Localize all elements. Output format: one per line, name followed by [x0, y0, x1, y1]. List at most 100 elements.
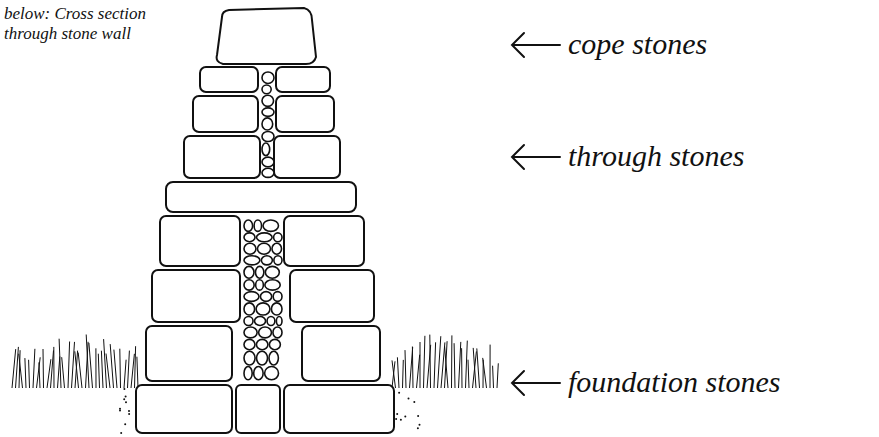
- stone: [146, 326, 232, 381]
- leader-arrow: [512, 371, 560, 395]
- grass-blade: [492, 366, 494, 388]
- grass-blade: [16, 347, 19, 388]
- grass-blade: [445, 346, 448, 388]
- soil-dot: [400, 419, 402, 421]
- grass-blade: [131, 354, 134, 388]
- pebble: [244, 317, 253, 326]
- pebble: [244, 266, 254, 278]
- grass-blade: [43, 349, 45, 388]
- soil-dot: [124, 423, 126, 425]
- pebble: [260, 292, 271, 302]
- grass-blade: [89, 343, 93, 388]
- foundation-stone: [136, 385, 232, 433]
- grass-blade: [410, 347, 413, 388]
- pebble: [265, 367, 279, 380]
- soil-dot: [413, 401, 415, 403]
- grass-blade: [47, 359, 51, 388]
- cope-stone: [217, 8, 316, 64]
- pebble: [244, 303, 255, 315]
- pebble: [262, 132, 274, 142]
- pebble: [276, 317, 282, 326]
- pebble: [269, 339, 280, 349]
- pebble: [256, 339, 267, 349]
- grass-blade: [466, 341, 468, 388]
- ground: [12, 335, 498, 435]
- pebble: [274, 256, 282, 265]
- grass-blade: [483, 358, 487, 388]
- pebble: [244, 367, 252, 380]
- grass-blade: [445, 341, 448, 388]
- pebble: [262, 108, 274, 117]
- stone: [290, 270, 374, 322]
- grass-blade: [12, 349, 16, 388]
- grass-blade: [473, 348, 476, 388]
- grass-blade: [86, 335, 89, 389]
- grass-blade: [434, 342, 436, 388]
- grass-blade: [441, 342, 445, 388]
- grass-blade: [68, 342, 70, 389]
- grass-blade: [135, 346, 136, 388]
- grass-blade: [402, 360, 404, 388]
- grass-blade: [454, 343, 456, 388]
- grass-blade: [405, 350, 406, 388]
- grass-blade: [461, 348, 462, 388]
- pebble: [271, 303, 282, 315]
- part-label: cope stones: [568, 27, 707, 61]
- soil-dot: [396, 413, 398, 415]
- pebble: [272, 243, 282, 254]
- grass-blade: [451, 335, 452, 388]
- grass-blade: [459, 342, 461, 388]
- soil-dot: [404, 416, 406, 418]
- pebble: [262, 95, 274, 106]
- leader-arrow: [512, 33, 560, 57]
- pebble: [265, 266, 279, 278]
- grass-blade: [33, 349, 35, 388]
- grass-blade: [59, 339, 61, 388]
- leader-arrows: [512, 33, 560, 395]
- grass-blade: [124, 360, 126, 388]
- soil-dot: [120, 432, 122, 434]
- stone: [284, 216, 364, 266]
- stone: [193, 96, 258, 132]
- soil-dot: [398, 392, 400, 394]
- foundation-stone: [284, 385, 394, 433]
- grass-blade: [110, 344, 113, 388]
- figure-caption: below: Cross section through stone wall: [4, 4, 169, 44]
- grass-blade: [397, 357, 399, 388]
- grass-blade: [25, 358, 26, 388]
- grass-blade: [78, 353, 82, 389]
- grass-blade: [37, 357, 41, 388]
- pebble: [257, 351, 268, 365]
- soil-dot: [419, 424, 421, 426]
- stone: [276, 96, 334, 132]
- pebble: [254, 367, 263, 380]
- pebble: [256, 303, 270, 315]
- soil-dot: [408, 398, 410, 400]
- through-stone: [166, 182, 356, 212]
- soil-dot: [417, 415, 419, 417]
- pebble: [274, 233, 282, 242]
- soil-dot: [128, 410, 130, 412]
- grass-blade: [420, 342, 421, 388]
- grass-blade: [392, 360, 396, 388]
- pebble: [267, 317, 275, 326]
- grass-blade: [62, 357, 65, 388]
- pebble: [244, 256, 260, 265]
- grass-blade: [417, 355, 420, 388]
- grass-blade: [438, 336, 441, 388]
- grass-blade: [75, 351, 78, 388]
- stone: [160, 216, 240, 266]
- pebble: [256, 280, 264, 290]
- pebble: [244, 280, 254, 290]
- pebble: [262, 168, 274, 177]
- stone: [276, 67, 330, 92]
- stone: [302, 326, 380, 381]
- foundation-stone: [236, 385, 280, 433]
- grass-blade: [490, 345, 491, 388]
- grass-blade: [137, 357, 138, 388]
- pebble: [262, 118, 273, 130]
- part-label: through stones: [568, 139, 744, 173]
- pebble: [244, 292, 259, 302]
- grass-blade: [468, 360, 469, 388]
- leader-arrow: [512, 145, 560, 169]
